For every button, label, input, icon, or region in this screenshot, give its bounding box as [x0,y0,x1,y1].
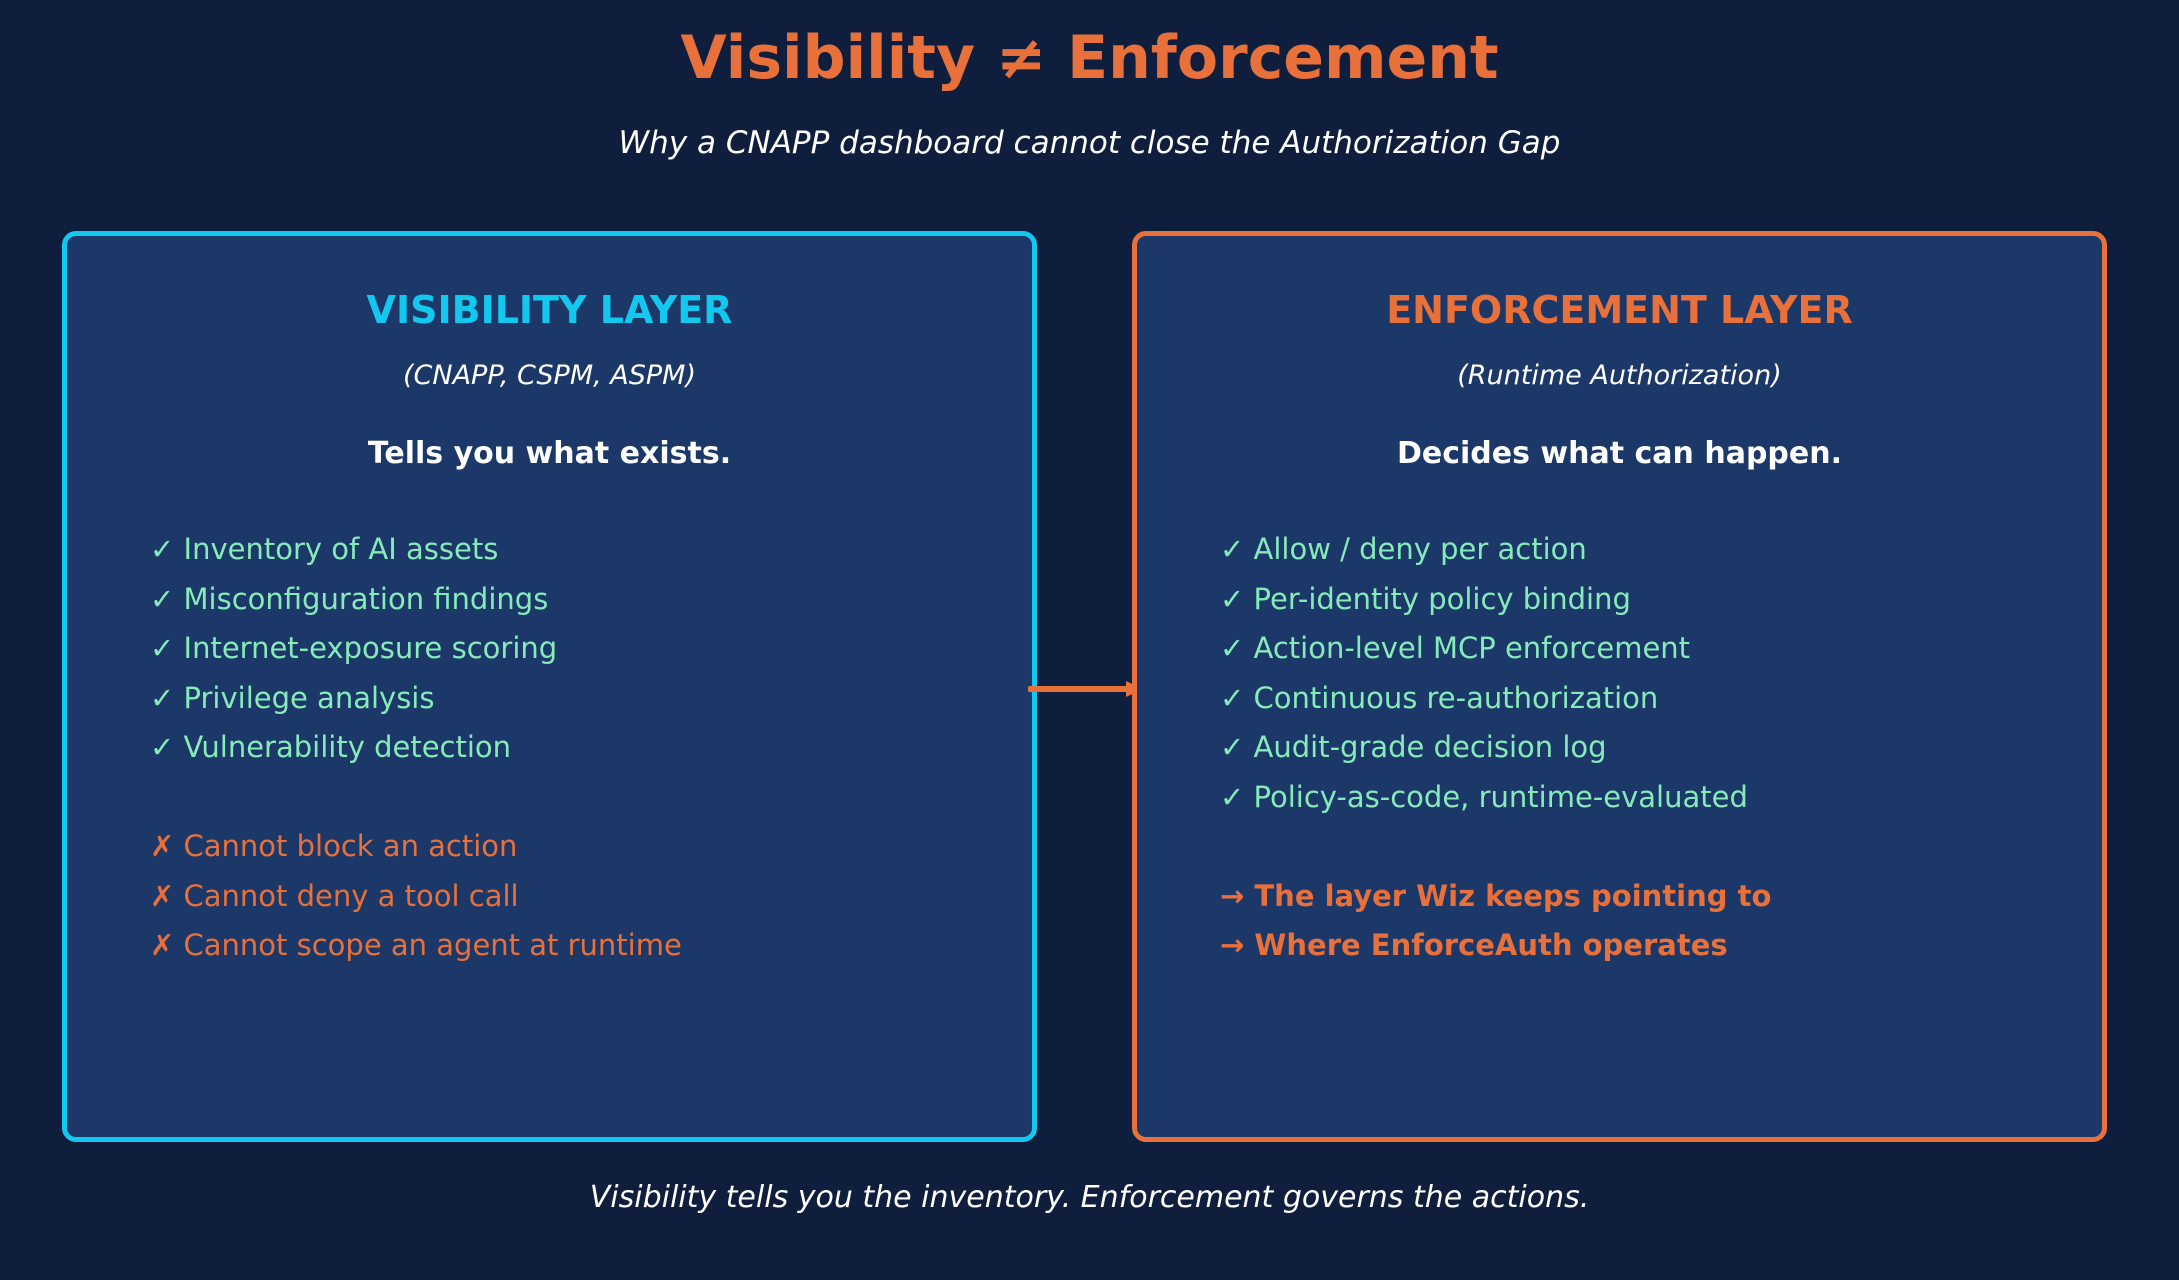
list-item: ✓ Inventory of AI assets [150,532,499,566]
list-item: ✓ Audit-grade decision log [1220,730,1607,764]
visibility-layer-subtitle: (CNAPP, CSPM, ASPM) [402,360,697,391]
list-item: ✓ Continuous re-authorization [1220,680,1659,715]
page-subtitle: Why a CNAPP dashboard cannot close the A… [618,125,1561,161]
list-item: ✓ Per-identity policy binding [1220,581,1631,616]
page-title: Visibility ≠ Enforcement [680,23,1499,93]
visibility-layer-panel: VISIBILITY LAYER (CNAPP, CSPM, ASPM) Tel… [62,231,1037,1142]
enforcement-capabilities-list: ✓ Allow / deny per action ✓ Per-identity… [1220,525,1748,822]
enforcement-callouts-list: → The layer Wiz keeps pointing to → Wher… [1220,872,1771,971]
visibility-limitations-list: ✗ Cannot block an action ✗ Cannot deny a… [150,822,682,971]
list-item: ✗ Cannot scope an agent at runtime [150,928,682,962]
visibility-layer-title: VISIBILITY LAYER [366,288,733,332]
list-item: → Where EnforceAuth operates [1220,928,1728,962]
list-item: ✓ Privilege analysis [150,680,435,715]
visibility-capabilities-list: ✓ Inventory of AI assets ✓ Misconfigurat… [150,525,557,773]
arrow-right-icon [1028,681,1143,697]
enforcement-layer-title: ENFORCEMENT LAYER [1386,288,1853,332]
enforcement-layer-tagline: Decides what can happen. [1396,436,1843,471]
list-item: → The layer Wiz keeps pointing to [1220,878,1772,913]
visibility-layer-tagline: Tells you what exists. [367,436,732,471]
list-item: ✓ Misconfiguration findings [150,581,549,616]
list-item: ✓ Internet-exposure scoring [150,631,558,665]
list-item: ✓ Action-level MCP enforcement [1220,631,1691,665]
list-item: ✓ Vulnerability detection [150,730,512,764]
list-item: ✓ Policy-as-code, runtime-evaluated [1220,779,1748,814]
list-item: ✗ Cannot block an action [150,829,518,863]
enforcement-layer-subtitle: (Runtime Authorization) [1457,360,1782,391]
footer-caption: Visibility tells you the inventory. Enfo… [589,1180,1590,1215]
list-item: ✗ Cannot deny a tool call [150,878,519,913]
enforcement-layer-panel: ENFORCEMENT LAYER (Runtime Authorization… [1132,231,2107,1142]
list-item: ✓ Allow / deny per action [1220,532,1587,566]
